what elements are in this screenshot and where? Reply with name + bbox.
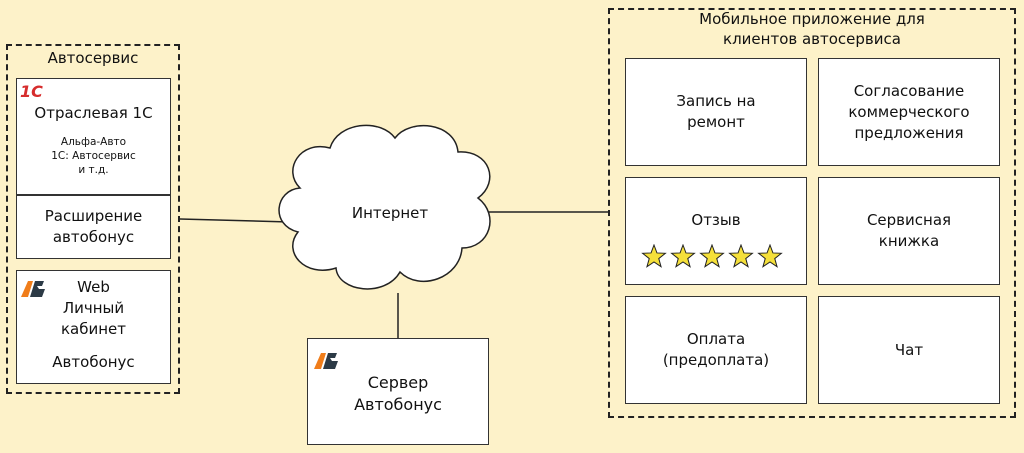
rating-stars — [640, 243, 790, 270]
star-icon — [699, 243, 725, 268]
onec-box — [16, 78, 171, 195]
tile-service-book-label: Сервисная книжка — [866, 211, 952, 250]
extension-box: Расширение автобонус — [16, 195, 171, 259]
tile-offer-approval-label: Согласование коммерческого предложения — [848, 81, 970, 142]
tile-repair-booking-label: Запись на ремонт — [676, 92, 756, 131]
onec-examples: Альфа-Авто 1С: Автосервис и т.д. — [51, 136, 136, 177]
internet-label: Интернет — [351, 204, 429, 222]
tile-chat-label: Чат — [894, 340, 924, 359]
link-autoservice-internet — [179, 218, 291, 223]
tile-repair-booking: Запись на ремонт — [625, 58, 807, 166]
web-cabinet-title: Web Личный кабинет — [60, 278, 127, 338]
onec-title: Отраслевая 1С — [34, 104, 153, 122]
tile-review-label: Отзыв — [691, 211, 741, 229]
tile-payment: Оплата (предоплата) — [625, 296, 807, 404]
mobile-app-group — [608, 8, 1016, 418]
server-box — [307, 338, 489, 445]
tile-service-book: Сервисная книжка — [818, 177, 1000, 285]
ab-logo-icon — [20, 280, 48, 298]
onec-logo-icon: 1С — [20, 82, 60, 102]
autoservice-group — [6, 44, 180, 394]
cloud-shape — [278, 124, 491, 290]
tile-payment-label: Оплата (предоплата) — [662, 330, 770, 369]
onec-logo-text: 1С — [20, 82, 43, 101]
star-icon — [728, 243, 754, 268]
tile-chat: Чат — [818, 296, 1000, 404]
star-icon — [670, 243, 696, 268]
web-cabinet-subtitle: Автобонус — [52, 353, 135, 371]
server-ab-logo-icon — [313, 352, 341, 370]
star-icon — [757, 243, 783, 268]
server-label: Сервер Автобонус — [354, 373, 442, 415]
extension-label: Расширение автобонус — [44, 207, 143, 246]
tile-offer-approval: Согласование коммерческого предложения — [818, 58, 1000, 166]
star-icon — [641, 243, 667, 268]
mobile-app-title: Мобильное приложение для клиентов автосе… — [699, 10, 925, 48]
autoservice-title: Автосервис — [47, 49, 139, 67]
